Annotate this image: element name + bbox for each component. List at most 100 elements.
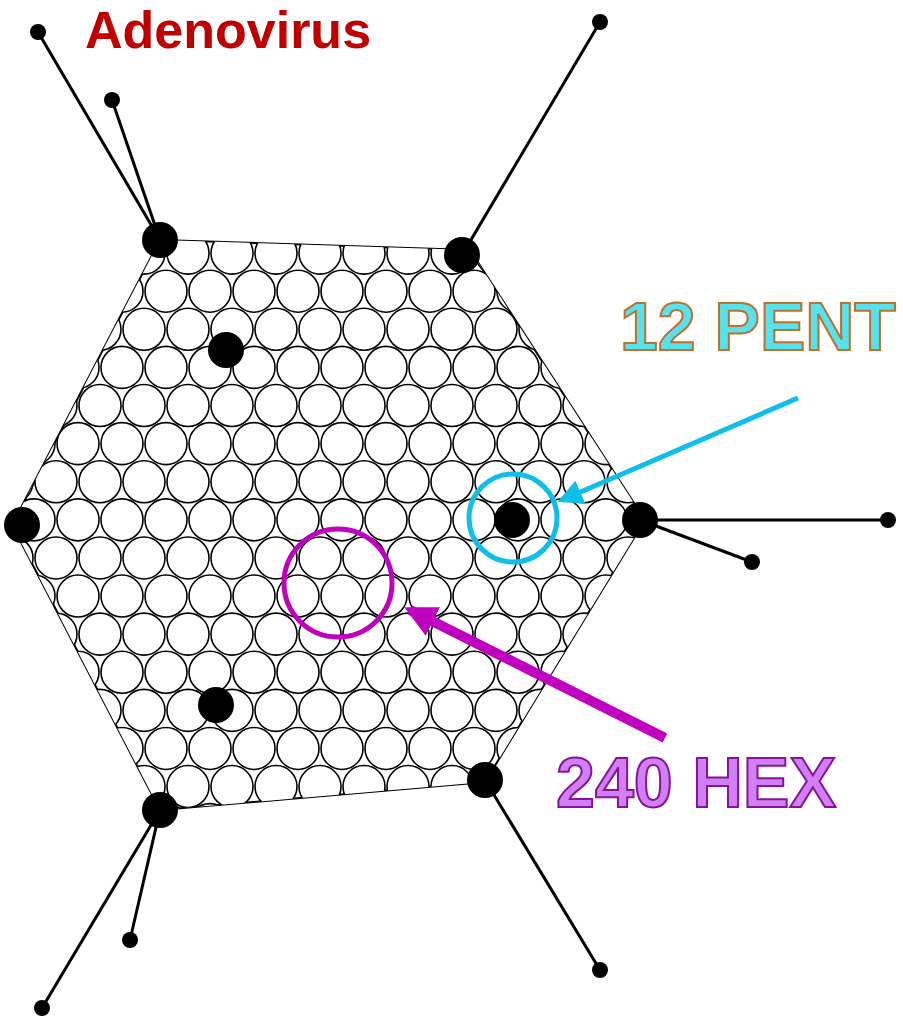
hexon-capsomere — [145, 423, 187, 465]
hexon-capsomere — [211, 613, 253, 655]
hexon-capsomere — [189, 423, 231, 465]
hexon-capsomere — [57, 499, 99, 541]
hexon-capsomere — [497, 880, 539, 922]
hexon-capsomere — [563, 537, 605, 579]
hexon-capsomere — [255, 766, 297, 808]
fiber-shaft — [112, 100, 160, 240]
hexon-capsomere — [431, 461, 473, 503]
hexon-capsomere — [0, 423, 11, 465]
hexon-capsomere — [79, 385, 121, 427]
hexon-capsomere — [409, 270, 451, 312]
hexon-capsomere — [277, 270, 319, 312]
hexon-capsomere — [695, 842, 737, 884]
fiber-knob — [34, 1000, 50, 1016]
hexon-capsomere — [321, 575, 363, 617]
hexon-capsomere — [365, 727, 407, 769]
hexon-capsomere — [365, 804, 407, 846]
hexon-capsomere — [145, 270, 187, 312]
penton-base — [494, 502, 530, 538]
hexon-capsomere — [519, 232, 561, 274]
hexon-capsomere — [123, 918, 165, 960]
hexon-capsomere — [651, 385, 693, 427]
hexon-capsomere — [79, 308, 121, 350]
hexon-capsomere — [453, 804, 495, 846]
hexon-capsomere — [277, 804, 319, 846]
hexon-capsomere — [541, 880, 583, 922]
hexon-capsomere — [343, 842, 385, 884]
hexon-capsomere — [189, 880, 231, 922]
hexon-capsomere — [563, 918, 605, 960]
penton-base — [467, 762, 503, 798]
hexon-capsomere — [299, 232, 341, 274]
hexon-capsomere — [101, 194, 143, 236]
hexon-capsomere — [365, 346, 407, 388]
hexon-capsomere — [0, 308, 33, 350]
hexon-capsomere — [365, 880, 407, 922]
hexon-capsomere — [167, 842, 209, 884]
hexon-capsomere — [541, 194, 583, 236]
hexon-capsomere — [79, 689, 121, 731]
hexon-capsomere — [475, 232, 517, 274]
hexon-capsomere — [585, 499, 627, 541]
hexon-capsomere — [167, 461, 209, 503]
hexon-capsomere — [343, 308, 385, 350]
hexon-capsomere — [607, 537, 649, 579]
hexon-capsomere — [13, 423, 55, 465]
hexon-capsomere — [35, 842, 77, 884]
fiber-shaft — [38, 32, 160, 240]
hexon-capsomere — [431, 689, 473, 731]
hexon-callout-circle — [284, 529, 392, 637]
hexon-capsomere — [255, 918, 297, 960]
hexon-capsomere — [563, 385, 605, 427]
hexon-capsomere — [695, 461, 737, 503]
hexon-capsomere — [497, 270, 539, 312]
hexon-capsomere — [453, 651, 495, 693]
hexon-capsomere — [233, 423, 275, 465]
hexon-capsomere — [497, 804, 539, 846]
hexon-capsomere — [211, 385, 253, 427]
hexon-capsomere — [651, 689, 693, 731]
hexon-capsomere — [343, 537, 385, 579]
hexon-capsomere — [651, 461, 693, 503]
hexon-capsomere — [79, 766, 121, 808]
hexon-capsomere — [0, 766, 33, 808]
hexon-capsomere — [145, 880, 187, 922]
hexon-capsomere — [343, 689, 385, 731]
hexon-capsomere — [0, 651, 11, 693]
hexon-capsomere — [211, 842, 253, 884]
hexon-capsomere — [695, 613, 737, 655]
hexon-capsomere — [101, 727, 143, 769]
hexon-capsomere — [277, 651, 319, 693]
hexon-capsomere — [57, 423, 99, 465]
hexon-capsomere — [475, 385, 517, 427]
hexon-capsomere — [519, 613, 561, 655]
hexon-capsomere — [35, 766, 77, 808]
hexon-capsomere — [585, 194, 627, 236]
hexon-capsomere — [365, 194, 407, 236]
hexon-capsomere — [695, 385, 737, 427]
hexon-capsomere — [343, 766, 385, 808]
fiber-knob — [104, 92, 120, 108]
hexon-capsomere — [387, 842, 429, 884]
hexon-capsomere — [101, 880, 143, 922]
hexon-capsomere — [453, 346, 495, 388]
hexon-capsomere — [79, 842, 121, 884]
hexon-capsomere — [475, 918, 517, 960]
hexon-capsomere — [13, 346, 55, 388]
hexon-capsomere — [321, 423, 363, 465]
hexon-capsomere — [101, 346, 143, 388]
fiber-shaft — [130, 810, 160, 940]
hexon-capsomere — [0, 842, 33, 884]
hexon-capsomere — [409, 880, 451, 922]
hexon-capsomere — [453, 575, 495, 617]
hexon-capsomere — [431, 766, 473, 808]
hexon-capsomere — [387, 689, 429, 731]
hexon-capsomere — [255, 461, 297, 503]
hexon-capsomere — [123, 537, 165, 579]
hexon-capsomere — [233, 575, 275, 617]
callout-label: 240 HEX — [556, 748, 836, 818]
hexon-capsomere — [695, 232, 737, 274]
hexon-capsomere — [541, 423, 583, 465]
hexon-capsomere — [629, 880, 671, 922]
hexon-capsomere — [607, 613, 649, 655]
